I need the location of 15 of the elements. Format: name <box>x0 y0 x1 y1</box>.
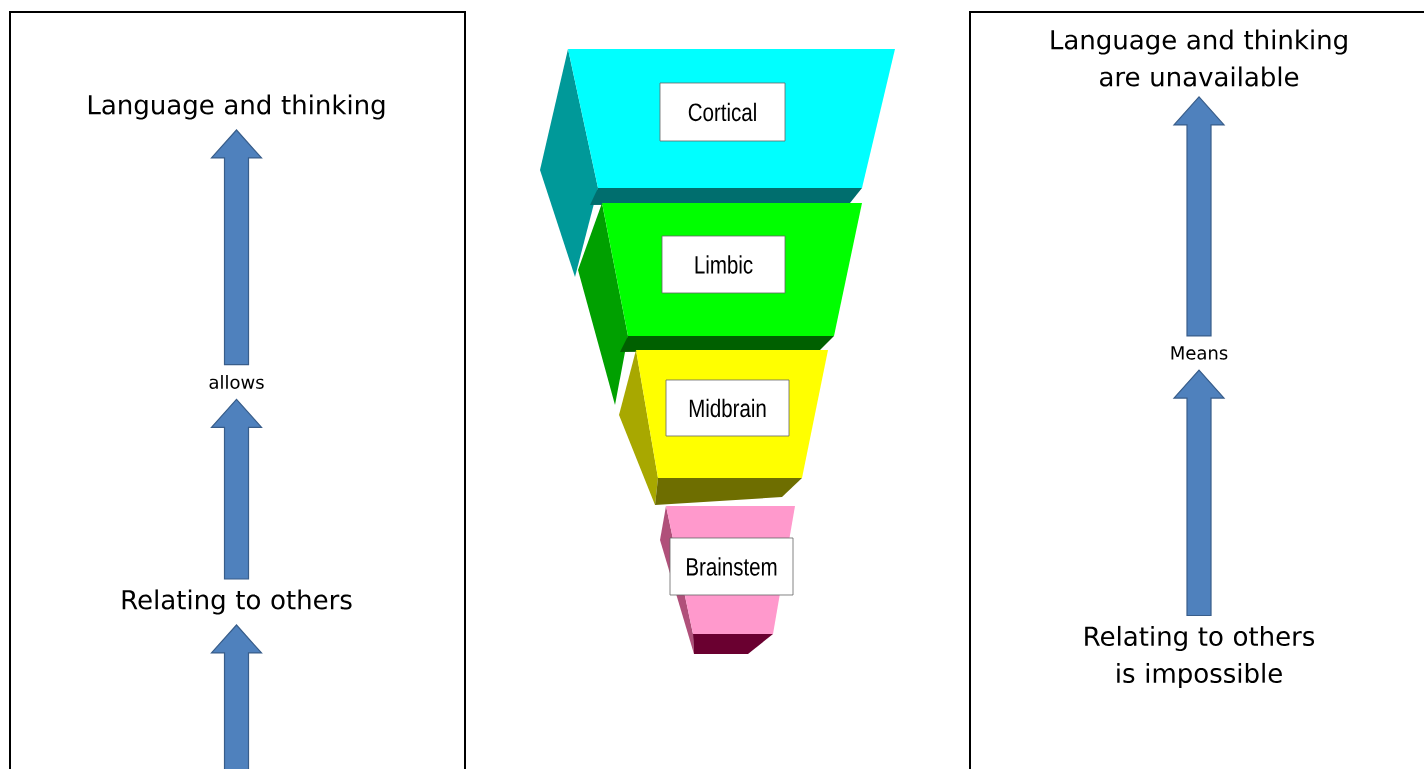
block-arrow <box>210 398 263 580</box>
pyramid-tier: Midbrain <box>619 350 828 505</box>
block-arrow <box>1172 96 1226 337</box>
statement-text: allows <box>209 375 264 389</box>
panel-frame <box>9 11 466 769</box>
statement-text: Language and thinking <box>88 94 385 120</box>
block-arrow <box>1172 369 1226 617</box>
statement-text: Relating to others is impossible <box>1085 625 1315 689</box>
block-arrow <box>210 624 263 769</box>
statement-text: Language and thinking are unavailable <box>1051 29 1347 87</box>
statement-text: Relating to others <box>122 589 352 615</box>
panel-frame <box>969 11 1424 769</box>
statement-text: Means <box>1171 346 1228 360</box>
pyramid-tier: Brainstem <box>660 506 795 654</box>
block-arrow <box>210 129 263 366</box>
